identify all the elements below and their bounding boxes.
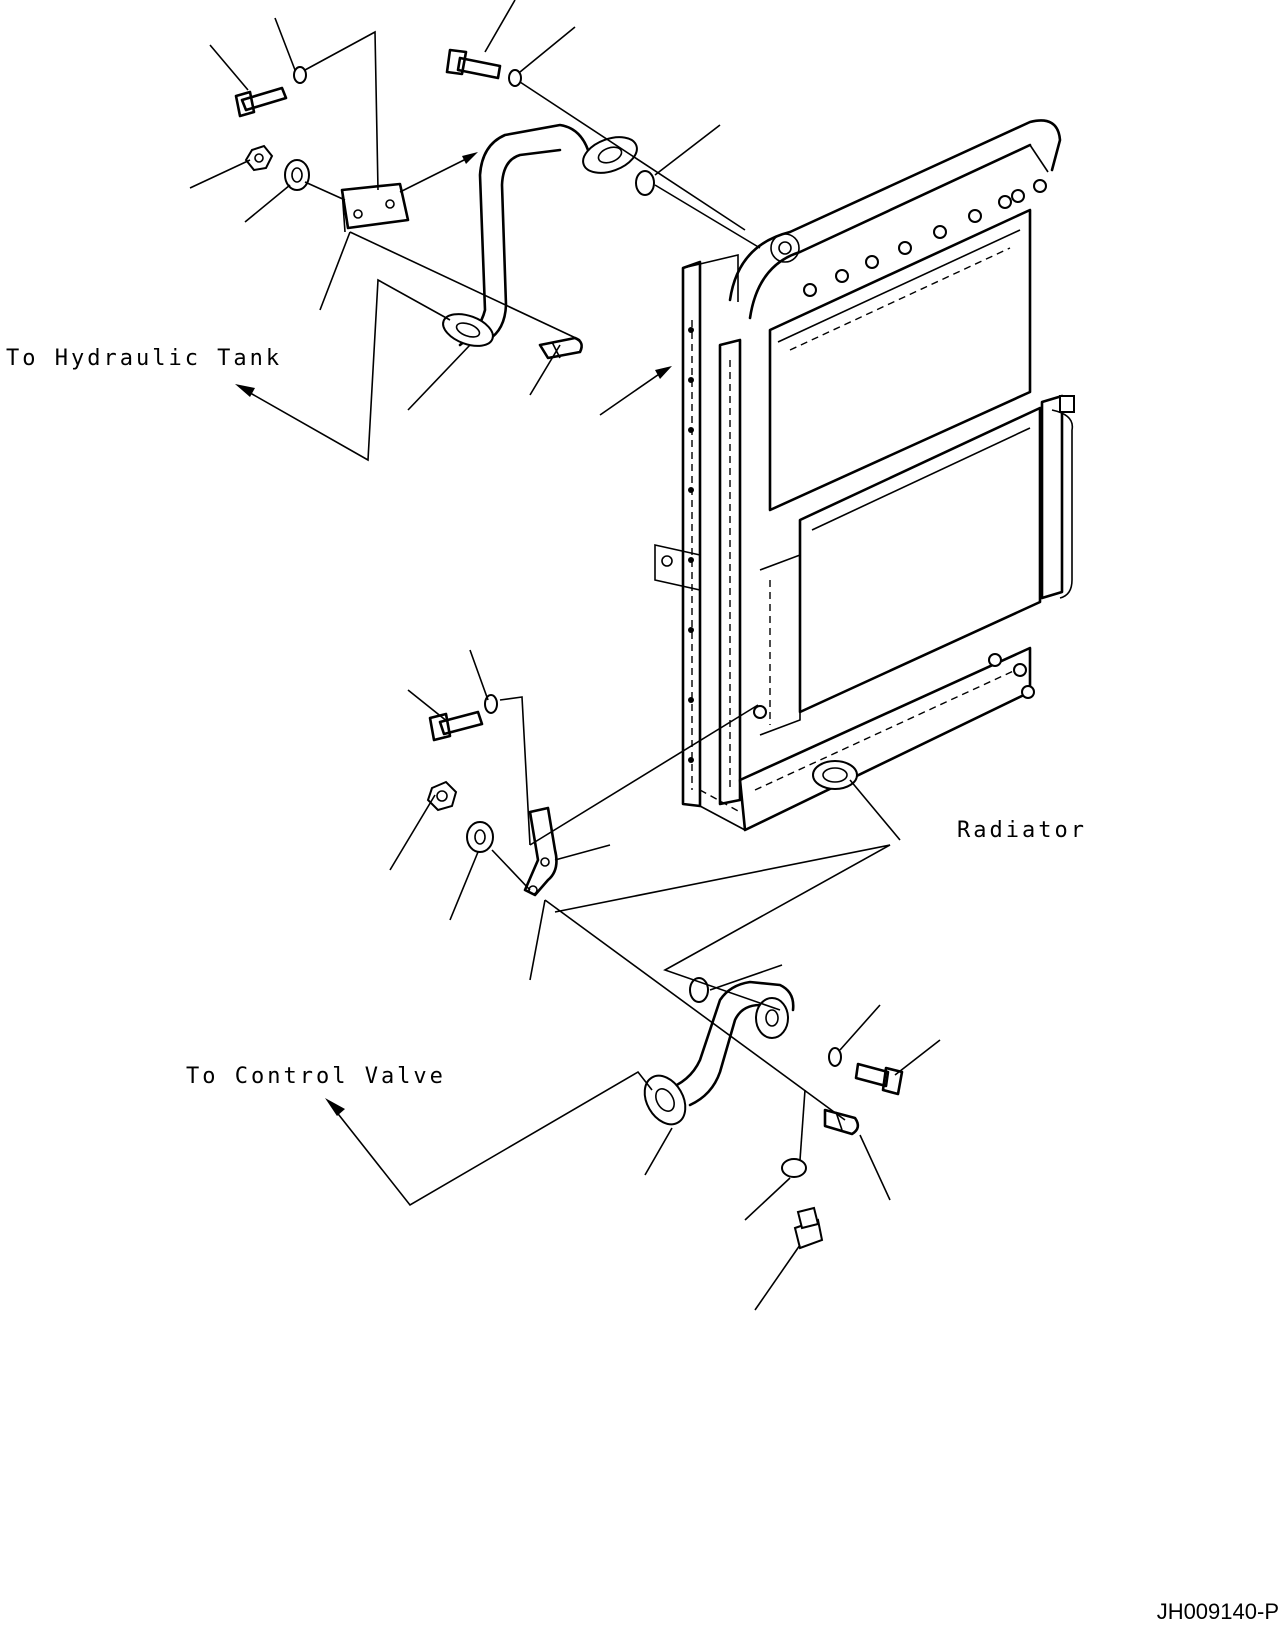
- lower-mounting-bracket: [523, 806, 558, 897]
- lower-bolt: [428, 710, 484, 742]
- to-hydraulic-tank-label: To Hydraulic Tank: [6, 346, 283, 371]
- upper-leader-lines: [189, 0, 761, 462]
- lower-hose-pipe: [643, 980, 795, 1126]
- figure-code: JH009140-P: [1156, 1599, 1279, 1624]
- upper-washer-2: [508, 69, 522, 87]
- plug-o-ring: [781, 1158, 807, 1178]
- radiator-label: Radiator: [957, 818, 1087, 843]
- lower-washer-2: [828, 1047, 842, 1067]
- lower-thick-washer: [466, 821, 494, 853]
- top-bolt-row: [803, 179, 1047, 297]
- radiator-assembly: [654, 119, 1075, 832]
- upper-mounting-bracket: [340, 182, 410, 233]
- upper-hose-pipe: [442, 123, 638, 347]
- upper-thick-washer: [284, 159, 310, 191]
- lower-bolt-2: [854, 1062, 904, 1096]
- upper-bolt: [234, 86, 288, 118]
- drain-plug: [793, 1206, 824, 1250]
- lower-leader-lines: [325, 649, 941, 1311]
- upper-o-ring: [635, 170, 655, 196]
- lower-nut: [426, 780, 458, 812]
- upper-clamp: [538, 336, 583, 360]
- upper-bolt-2: [445, 48, 502, 80]
- upper-washer-small: [293, 66, 307, 84]
- lower-clamp: [823, 1108, 860, 1136]
- upper-nut: [244, 144, 274, 172]
- to-control-valve-label: To Control Valve: [186, 1064, 446, 1089]
